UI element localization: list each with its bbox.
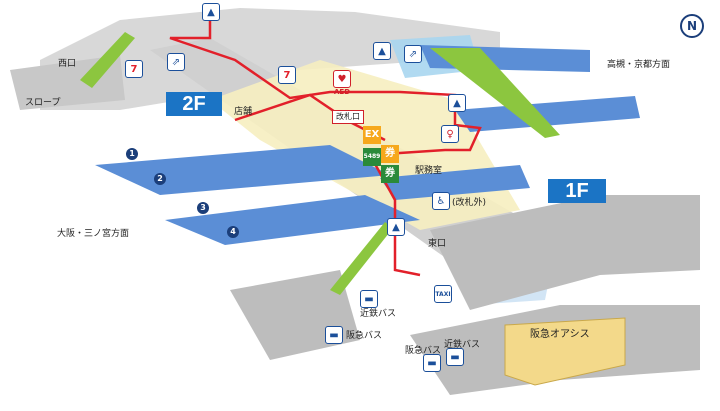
escalator-south [330,222,393,295]
escalator-east [430,48,560,138]
elevator-icon: ▲ [373,42,391,60]
ticket-machine-icon: 券 [381,165,399,183]
hankyu-oasis-label: 阪急オアシス [530,329,590,340]
escalator-icon: ⇗ [167,53,185,71]
accessible-icon: ♿ [432,192,450,210]
smart-kippu-icon: 5489 [363,148,381,166]
direction-west-label: 大阪・三ノ宮方面 [57,229,130,239]
east-exit-label: 東口 [428,239,447,249]
hankyu-bus-label-2: 阪急バス [405,346,442,356]
shops-label: 店舗 [234,107,253,117]
bus-icon: ▬ [360,290,378,308]
track-2-marker: 2 [154,173,166,185]
elevator-icon: ▲ [202,3,220,21]
platform-east-mid [455,96,640,132]
aed-icon: ♥ [333,70,351,88]
elevator-icon: ▲ [387,218,405,236]
ex-ticket-icon: EX [363,126,381,144]
platform-east-low [380,165,530,200]
concourse-2f [40,8,500,110]
track-4-marker: 4 [227,226,239,238]
hankyu-bus-label-1: 阪急バス [346,331,383,341]
ground-east [430,195,700,310]
taxi-icon: TAXI [434,285,452,303]
escalator-west [80,32,135,88]
station-office-label: 駅務室 [415,166,443,176]
floor-1f-label: 1F [548,179,606,203]
west-exit-label: 西口 [58,59,77,69]
track-1-marker: 1 [126,148,138,160]
ticket-machine-icon: 券 [381,145,399,163]
seven-eleven-icon: 7 [125,60,143,78]
bus-icon: ▬ [423,354,441,372]
kintetsu-bus-label-1: 近鉄バス [360,309,397,319]
seven-eleven-icon: 7 [278,66,296,84]
floor-2f-label: 2F [166,92,222,116]
ticket-gate-label: 改札口 [332,110,364,124]
slope-label: スロープ [25,98,61,108]
bus-icon: ▬ [446,348,464,366]
aed-text: AED [334,88,351,96]
compass-icon: N [680,14,704,38]
direction-east-label: 高槻・京都方面 [607,60,671,70]
bus-icon: ▬ [325,326,343,344]
platform-1-2 [95,145,390,195]
outside-gate-label: (改札外) [452,198,487,208]
hankyu-oasis-building [504,317,626,386]
escalator-icon: ⇗ [404,45,422,63]
elevator-icon: ▲ [448,94,466,112]
track-3-marker: 3 [197,202,209,214]
restroom-icon: ♀ [441,125,459,143]
kintetsu-bus-label-2: 近鉄バス [444,340,481,350]
